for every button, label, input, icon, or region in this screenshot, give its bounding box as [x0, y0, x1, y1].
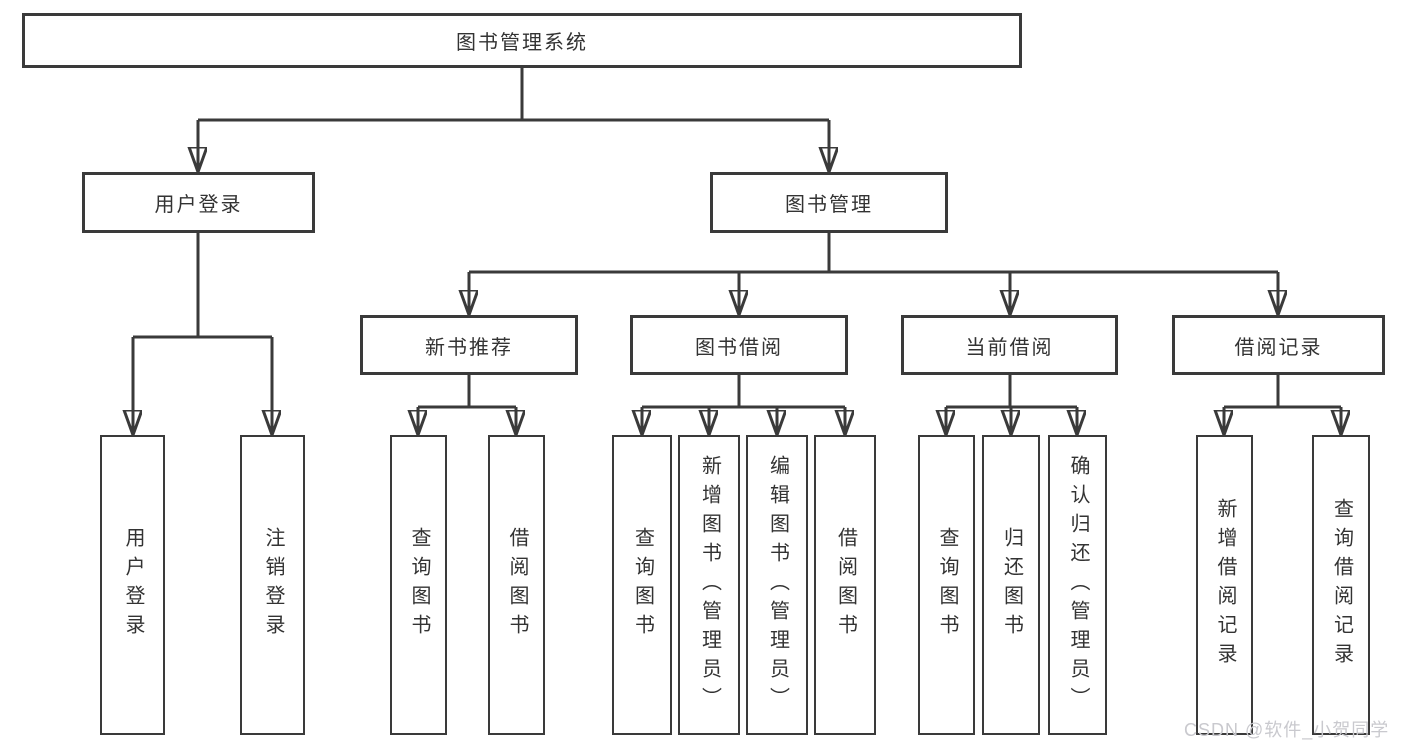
- csdn-watermark: CSDN @软件_小贺同学: [1184, 720, 1390, 740]
- node-book-management: 图书管理: [710, 172, 948, 233]
- leaf-borrow-books-recommend: 借阅图书: [488, 435, 545, 735]
- leaf-label: 编辑图书（管理员）: [766, 454, 789, 716]
- leaf-label: 借阅图书: [506, 527, 528, 643]
- leaf-label: 用户登录: [122, 527, 144, 643]
- leaf-confirm-return-admin: 确认归还（管理员）: [1048, 435, 1107, 735]
- node-new-book-recommend: 新书推荐: [360, 315, 578, 375]
- leaf-label: 查询图书: [408, 527, 430, 643]
- connector-trunks: [133, 68, 1341, 409]
- leaf-label: 新增图书（管理员）: [698, 454, 721, 716]
- node-borrowing-records: 借阅记录: [1172, 315, 1385, 375]
- leaf-label: 归还图书: [1000, 527, 1023, 643]
- leaf-query-books-borrowing: 查询图书: [612, 435, 672, 735]
- leaf-logout-login: 注销登录: [240, 435, 305, 735]
- node-book-borrowing: 图书借阅: [630, 315, 848, 375]
- leaf-query-borrow-record: 查询借阅记录: [1312, 435, 1370, 735]
- leaf-label: 注销登录: [262, 527, 284, 643]
- leaf-query-books-recommend: 查询图书: [390, 435, 447, 735]
- node-user-login: 用户登录: [82, 172, 315, 233]
- leaf-add-borrow-record: 新增借阅记录: [1196, 435, 1253, 735]
- leaf-edit-book-admin: 编辑图书（管理员）: [746, 435, 808, 735]
- leaf-return-books: 归还图书: [982, 435, 1040, 735]
- leaf-label: 借阅图书: [834, 527, 857, 643]
- node-library-system: 图书管理系统: [22, 13, 1022, 68]
- leaf-user-login: 用户登录: [100, 435, 165, 735]
- leaf-label: 查询图书: [631, 527, 654, 643]
- leaf-label: 查询借阅记录: [1330, 498, 1353, 672]
- leaf-add-book-admin: 新增图书（管理员）: [678, 435, 740, 735]
- node-current-borrowing: 当前借阅: [901, 315, 1118, 375]
- leaf-label: 查询图书: [936, 527, 958, 643]
- leaf-label: 确认归还（管理员）: [1067, 454, 1089, 716]
- leaf-borrow-books-borrowing: 借阅图书: [814, 435, 876, 735]
- leaf-query-books-current: 查询图书: [918, 435, 975, 735]
- leaf-label: 新增借阅记录: [1214, 498, 1236, 672]
